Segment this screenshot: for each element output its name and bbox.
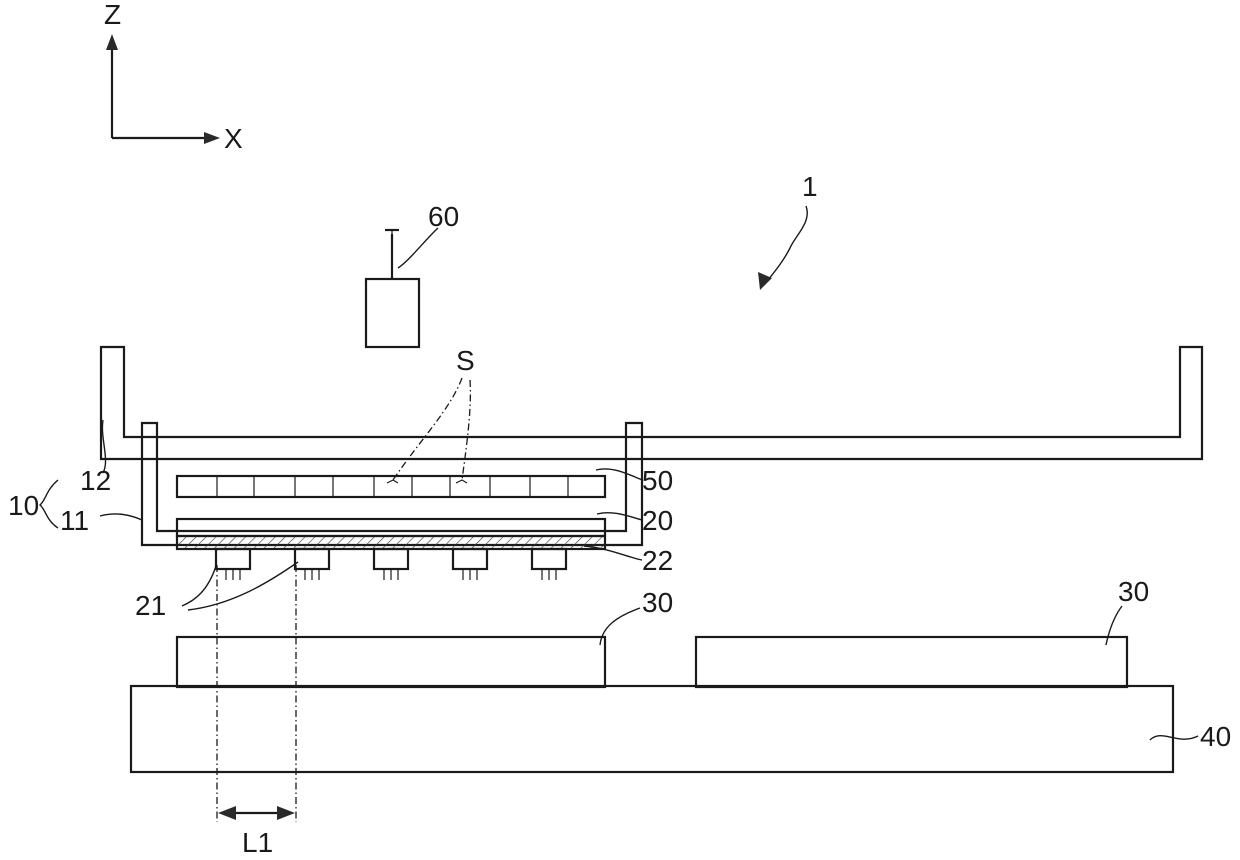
label-20: 20	[642, 505, 673, 536]
nozzle	[453, 549, 487, 580]
label-s: S	[456, 345, 475, 376]
x-axis-arrow-icon	[204, 132, 220, 144]
label-12: 12	[80, 465, 111, 496]
brace-10	[40, 480, 58, 528]
component-60: 60	[366, 201, 459, 347]
device-label: 1	[802, 171, 818, 202]
label-21-leader-1	[182, 566, 216, 606]
axis-indicator: Z X	[104, 0, 243, 154]
z-axis-arrow-icon	[106, 34, 118, 50]
label-30-right: 30	[1118, 576, 1149, 607]
nozzle	[374, 549, 408, 580]
label-60: 60	[428, 201, 459, 232]
part-30-left-block	[177, 637, 605, 687]
part-50-plate	[177, 476, 605, 497]
nozzle	[216, 549, 250, 580]
part-12-outline	[101, 347, 1202, 459]
part-22-layer	[177, 536, 605, 549]
s-tick-1	[387, 480, 398, 483]
label-22: 22	[642, 545, 673, 576]
part-40-base	[131, 686, 1173, 772]
part-30-right-block	[696, 637, 1127, 687]
label-11: 11	[60, 505, 89, 536]
s-markers: S	[387, 345, 475, 483]
part-21-nozzles	[216, 549, 566, 580]
part-12-housing	[101, 347, 1202, 459]
part-50-outline	[177, 476, 605, 497]
device-reference: 1	[758, 171, 818, 290]
right-labels: 50 20 22 30 30 40	[584, 465, 1231, 752]
nozzle	[532, 549, 566, 580]
device-arrow-icon	[758, 272, 772, 290]
label-30-left: 30	[642, 587, 673, 618]
component-60-leader	[398, 228, 438, 268]
s-tick-2	[456, 480, 467, 483]
x-axis-label: X	[224, 123, 243, 154]
nozzle	[295, 549, 329, 580]
label-50: 50	[642, 465, 673, 496]
dimension-l1: L1	[218, 806, 295, 858]
label-30-right-leader	[1106, 606, 1122, 645]
component-60-body	[366, 279, 419, 347]
label-11-leader	[100, 514, 142, 520]
device-leader-line	[768, 206, 807, 280]
label-10: 10	[8, 490, 39, 521]
part-50-segments	[217, 476, 568, 497]
label-21: 21	[135, 590, 166, 621]
label-l1: L1	[242, 827, 273, 858]
label-40: 40	[1200, 721, 1231, 752]
l1-left-arrow-icon	[218, 806, 236, 820]
part-20-plate	[177, 519, 605, 536]
label-50-leader	[596, 469, 642, 480]
s-leader-2	[462, 380, 470, 480]
z-axis-label: Z	[104, 0, 121, 30]
l1-right-arrow-icon	[277, 806, 295, 820]
left-labels: 12 10 11 21	[8, 420, 298, 621]
s-leader-1	[393, 378, 462, 480]
